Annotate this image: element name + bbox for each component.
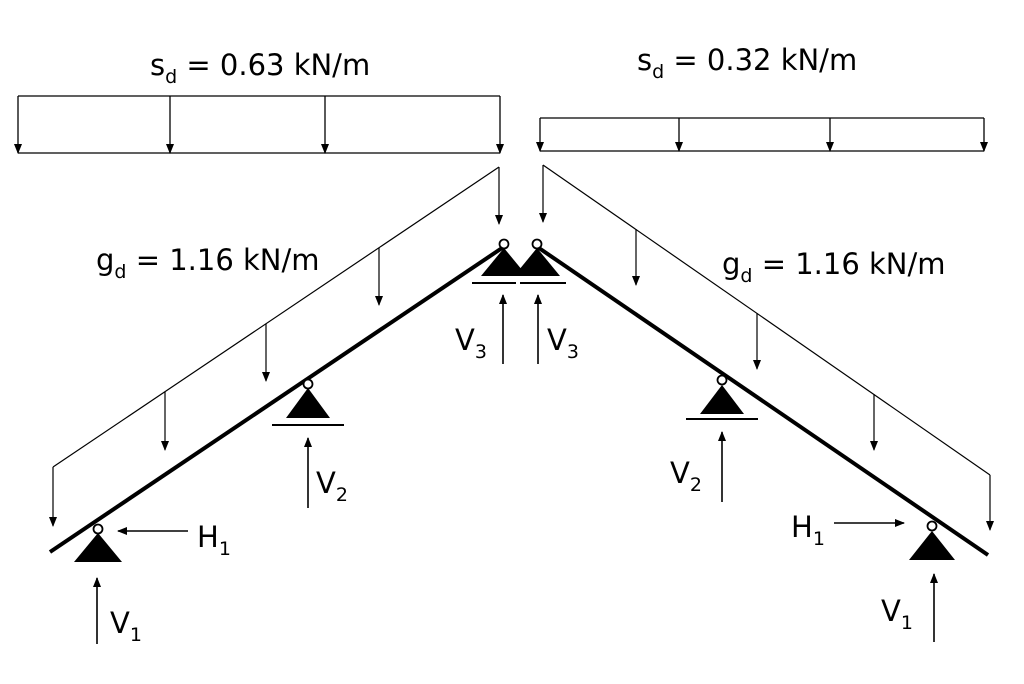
snow-load-left-label: sd = 0.63 kN/m: [150, 48, 370, 88]
snow-load-left: [14, 95, 504, 154]
dead-load-left-label: gd = 1.16 kN/m: [96, 243, 320, 283]
dead-load-right-label: gd = 1.16 kN/m: [722, 247, 946, 287]
h1-left-label: H1: [197, 520, 231, 560]
v3-left-label: V3: [455, 323, 487, 363]
pin-support-left-bottom: [74, 523, 122, 562]
dead-load-right: [539, 164, 994, 531]
snow-load-right: [536, 117, 988, 152]
right-rafter-beam: [534, 244, 990, 557]
dead-load-left: [49, 166, 503, 527]
pin-support-right-bottom: [909, 520, 955, 560]
snow-load-right-label: sd = 0.32 kN/m: [637, 43, 857, 83]
v2-right-label: V2: [670, 456, 702, 496]
roller-support-left-middle: [272, 378, 344, 426]
roller-support-right-apex: [514, 238, 566, 284]
v1-left-label: V1: [110, 606, 142, 646]
roller-support-left-apex: [472, 238, 527, 284]
v3-right-label: V3: [547, 323, 579, 363]
left-rafter-beam: [48, 244, 507, 554]
v2-left-label: V2: [316, 466, 348, 506]
h1-right-label: H1: [791, 510, 825, 550]
v1-right-label: V1: [881, 594, 913, 634]
roller-support-right-middle: [686, 374, 758, 420]
